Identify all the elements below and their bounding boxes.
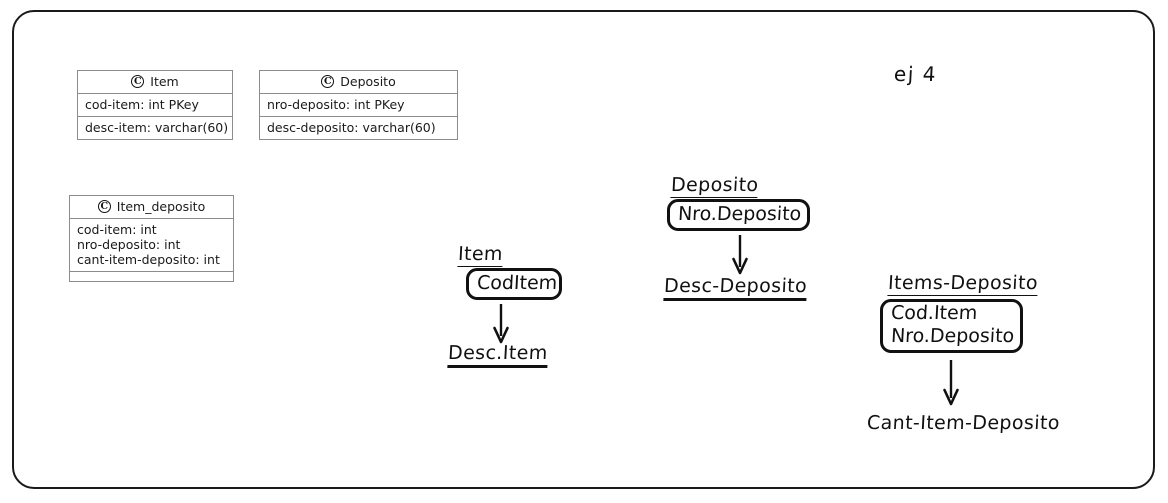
fd-determinant-box-item[interactable]: CodItem <box>466 268 562 300</box>
uml-class-name: Deposito <box>340 74 396 89</box>
uml-class-header: C Deposito <box>260 71 457 94</box>
uml-class-header: C Item_deposito <box>70 196 233 219</box>
uml-class-item-deposito[interactable]: C Item_deposito cod-item: int nro-deposi… <box>69 195 234 282</box>
fd-dependent-item: Desc.Item <box>447 342 549 368</box>
uml-attribute-row: cant-item-deposito: int <box>77 252 220 267</box>
circled-c-icon: C <box>131 75 145 88</box>
slide-frame: C Item cod-item: int PKey desc-item: var… <box>12 10 1155 489</box>
fd-determinant-box-items-deposito[interactable]: Cod.Item Nro.Deposito <box>880 299 1023 353</box>
uml-attribute-row: desc-item: varchar(60) <box>85 120 229 135</box>
uml-class-deposito[interactable]: C Deposito nro-deposito: int PKey desc-d… <box>259 70 458 140</box>
fd-group-title-item: Item <box>457 243 504 267</box>
fd-group-title-deposito: Deposito <box>670 174 760 198</box>
fd-determinant-attribute: CodItem <box>476 271 558 294</box>
fd-determinant-box-deposito[interactable]: Nro.Deposito <box>667 199 810 231</box>
fd-determinant-attribute: Nro.Deposito <box>890 325 1015 347</box>
uml-class-name: Item <box>150 74 179 89</box>
uml-attribute-row: nro-deposito: int <box>77 237 181 252</box>
uml-attribute-row: cod-item: int <box>77 222 157 237</box>
circled-c-icon: C <box>97 200 111 213</box>
down-arrow-icon <box>492 304 510 348</box>
uml-class-header: C Item <box>78 71 232 94</box>
down-arrow-icon <box>731 235 749 279</box>
fd-determinant-attribute: Nro.Deposito <box>677 202 802 225</box>
uml-attribute-compartment: cod-item: int nro-deposito: int cant-ite… <box>70 219 233 272</box>
fd-dependent-items-deposito: Cant-Item-Deposito <box>866 412 1061 434</box>
uml-class-name: Item_deposito <box>116 199 206 214</box>
uml-attribute-row: nro-deposito: int PKey <box>260 94 457 117</box>
fd-group-title-items-deposito: Items-Deposito <box>887 272 1039 296</box>
uml-attribute-row: desc-deposito: varchar(60) <box>267 120 436 135</box>
fd-dependent-deposito: Desc-Deposito <box>663 275 808 301</box>
handwritten-note-ej: ej 4 <box>893 62 938 86</box>
uml-method-compartment <box>70 272 233 281</box>
down-arrow-icon <box>942 360 960 410</box>
uml-attribute-row: cod-item: int PKey <box>78 94 232 117</box>
fd-determinant-attribute: Cod.Item <box>890 302 978 324</box>
uml-class-item[interactable]: C Item cod-item: int PKey desc-item: var… <box>77 70 233 140</box>
circled-c-icon: C <box>321 75 335 88</box>
